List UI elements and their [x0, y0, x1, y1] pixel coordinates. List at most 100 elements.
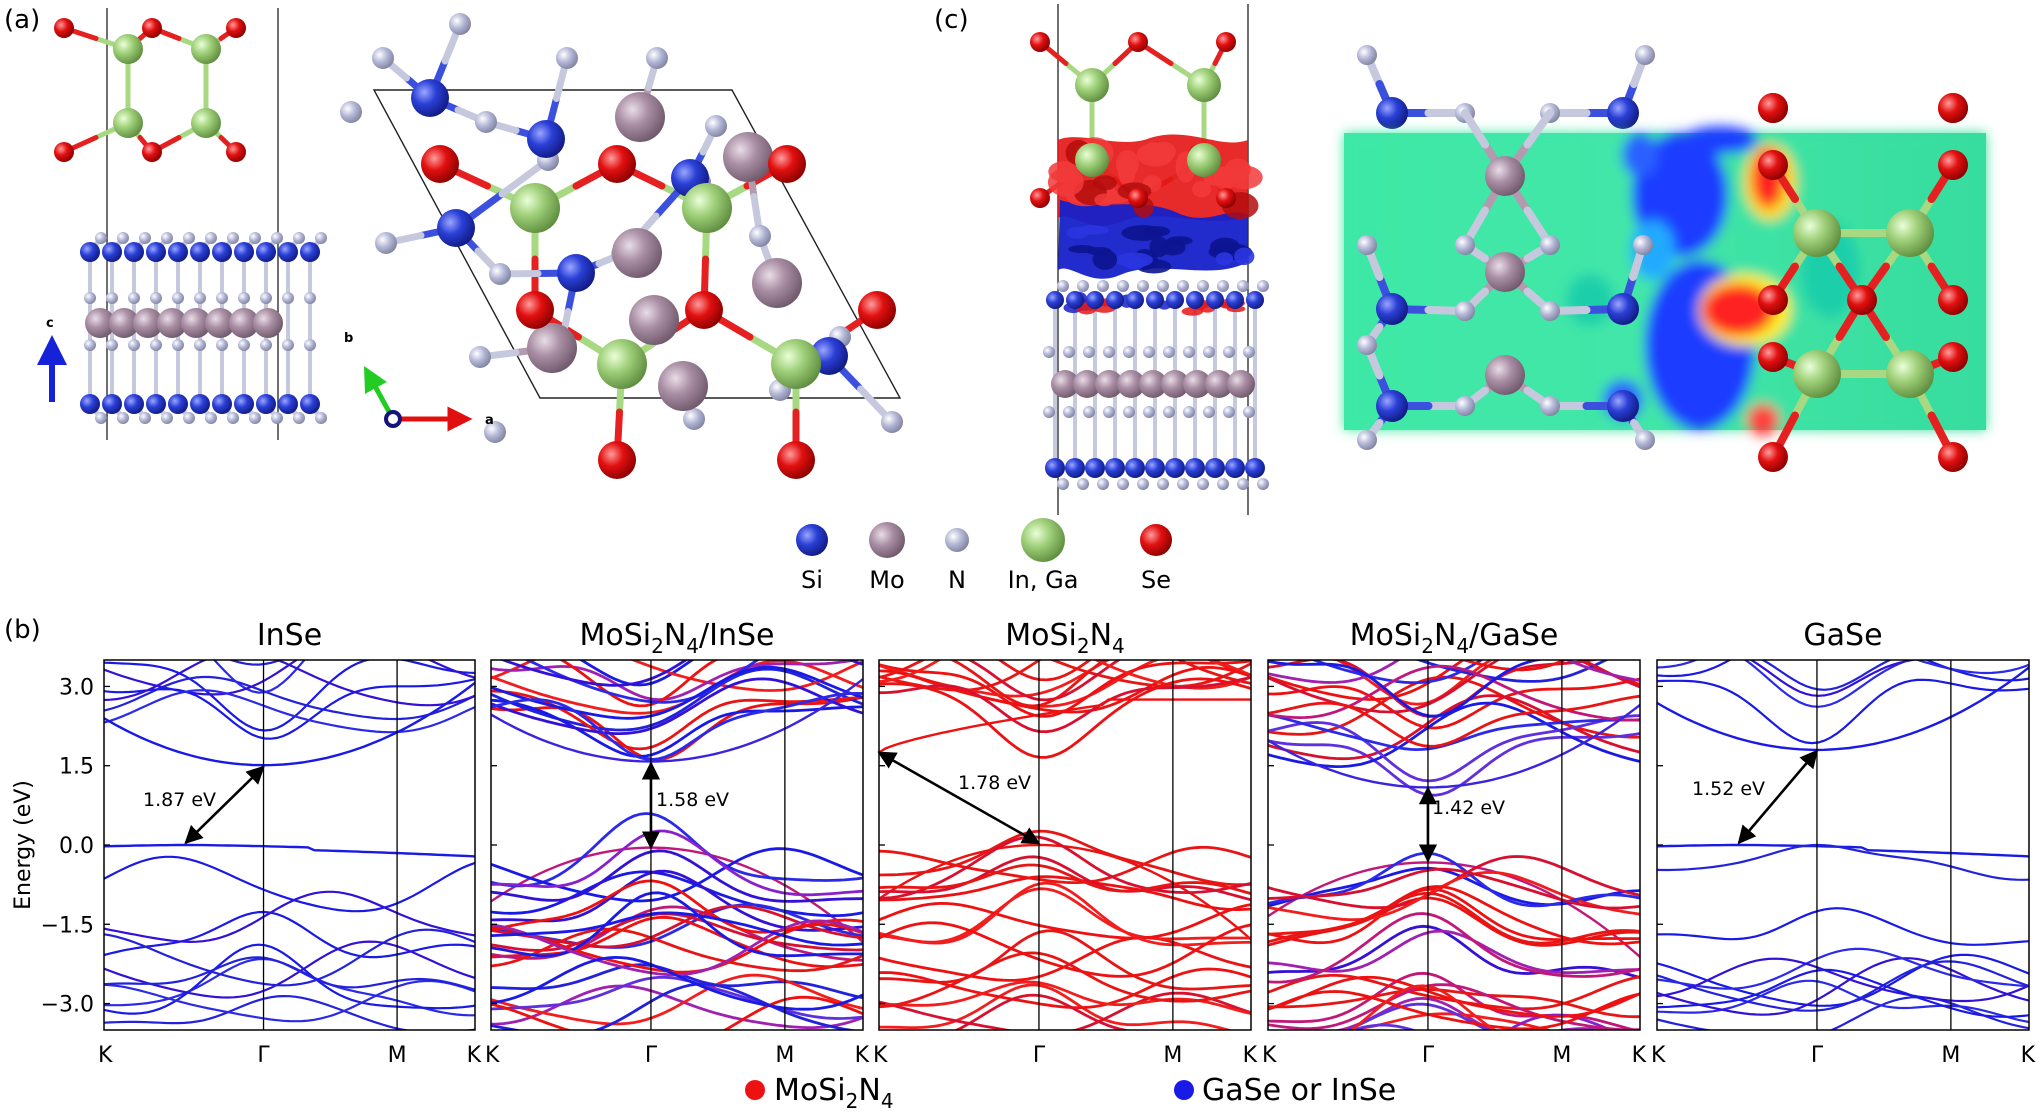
legend-blue-marker [1174, 1080, 1194, 1100]
band-line [1657, 843, 2029, 881]
atom-n [1243, 346, 1255, 358]
atom-n [128, 292, 140, 304]
band-line [104, 910, 475, 959]
band-panel-title: MoSi2N4/GaSe [1350, 618, 1559, 658]
band-line [104, 675, 475, 721]
atom-n [1163, 346, 1175, 358]
atom-n [1077, 478, 1089, 490]
atom-si [234, 242, 254, 262]
atom-se [598, 145, 636, 183]
atom-se [142, 18, 162, 38]
atom-si [300, 242, 320, 262]
atom-mo [1183, 370, 1211, 398]
band-gap-arrow [1737, 749, 1819, 845]
atom-mo [1227, 370, 1255, 398]
atom-n [1455, 396, 1475, 416]
atom-n [260, 339, 272, 351]
atom-se [1938, 93, 1968, 123]
atom-si [1376, 97, 1408, 129]
band-line [879, 983, 1233, 1030]
atom-n [139, 232, 151, 244]
band-line [879, 875, 1251, 912]
atom-se [1938, 285, 1968, 315]
atom-n [1103, 346, 1115, 358]
atom-n [469, 346, 491, 368]
atom-n [1357, 335, 1377, 355]
band-line [1268, 891, 1640, 945]
atom-mo [253, 308, 283, 338]
atom-mo [1139, 370, 1167, 398]
atom-mo [157, 308, 187, 338]
atom-n [194, 339, 206, 351]
atom-se [1758, 93, 1788, 123]
atom-mo [229, 308, 259, 338]
legend-red-label: MoSi2N4 [774, 1073, 894, 1113]
atom-n [1043, 406, 1055, 418]
band-line [491, 665, 863, 720]
band-line [879, 991, 1251, 1030]
band-line [1268, 912, 1640, 984]
atom-si [80, 242, 100, 262]
atom-si [1246, 291, 1264, 309]
band-line [1268, 924, 1640, 979]
atom-se [1758, 150, 1788, 180]
k-point-label: K [485, 1043, 500, 1068]
band-line [491, 984, 863, 1029]
atom-si [1066, 291, 1084, 309]
atom-n [1097, 478, 1109, 490]
k-point-label: Γ [1811, 1043, 1824, 1068]
atom-n [1057, 478, 1069, 490]
band-line [1268, 867, 1640, 910]
band-line [491, 660, 863, 702]
legend-atom-n [945, 528, 969, 552]
band-line [879, 901, 1251, 940]
atom-n [375, 232, 397, 254]
atom-n [315, 232, 327, 244]
atom-n [1257, 280, 1269, 292]
panel-label-b: (b) [4, 615, 41, 645]
atom-mo [1205, 370, 1233, 398]
atom-n [340, 101, 362, 123]
band-panel-title: MoSi2N4 [1005, 618, 1125, 658]
band-panel-title: InSe [257, 618, 322, 653]
atom-mo [85, 308, 115, 338]
atom-n [183, 412, 195, 424]
atom-n [556, 47, 578, 69]
atom-n [1197, 478, 1209, 490]
band-line [104, 689, 475, 734]
band-line [491, 677, 863, 735]
atom-si [102, 242, 122, 262]
atom-n [1635, 45, 1655, 65]
band-line [1749, 660, 1920, 697]
atom-n [117, 412, 129, 424]
band-line [491, 691, 863, 761]
k-point-label: M [1552, 1043, 1571, 1068]
atom-n [161, 412, 173, 424]
atom-n [304, 292, 316, 304]
atom-n [194, 292, 206, 304]
band-line [104, 843, 475, 858]
band-line [879, 835, 1251, 900]
band-line [578, 660, 695, 687]
atom-si [1205, 458, 1225, 478]
atom-se [1128, 32, 1148, 52]
legend-atom-label: Si [801, 566, 823, 594]
k-point-label: K [1632, 1043, 1647, 1068]
atom-n [1123, 346, 1135, 358]
atom-si [212, 394, 232, 414]
atom-se [54, 142, 74, 162]
atom-n [150, 292, 162, 304]
k-point-label: M [388, 1043, 407, 1068]
atom-si [1185, 458, 1205, 478]
charge-density-side-view [1030, 4, 1269, 515]
atom-mo [658, 361, 708, 411]
atom-si [1225, 458, 1245, 478]
atom-si [1607, 97, 1639, 129]
atom-mo [629, 295, 679, 345]
atom-in [191, 108, 221, 138]
k-point-label: Γ [1033, 1043, 1046, 1068]
